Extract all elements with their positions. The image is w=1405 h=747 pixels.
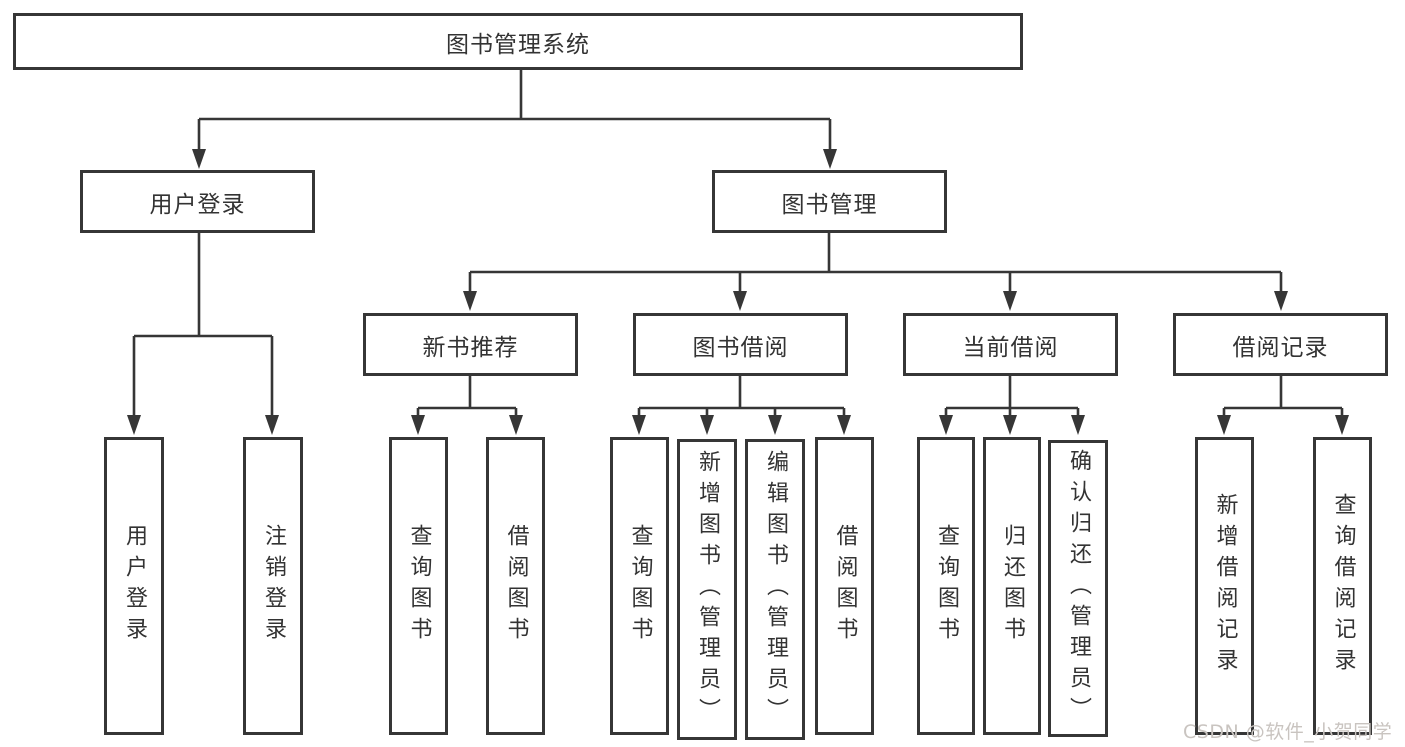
- leaf-label: 查询图书: [934, 524, 959, 648]
- node-book-borrowing: 图书借阅: [633, 313, 848, 376]
- leaf-return-book: 归还图书: [983, 437, 1041, 735]
- node-new-book-recommendation: 新书推荐: [363, 313, 578, 376]
- leaf-query-books-borrowing: 查询图书: [610, 437, 669, 735]
- leaf-query-borrow-record: 查询借阅记录: [1313, 437, 1372, 735]
- node-current-borrowing: 当前借阅: [903, 313, 1118, 376]
- leaf-confirm-return-admin: 确认归还（管理员）: [1048, 440, 1108, 737]
- leaf-label: 归还图书: [1000, 524, 1025, 648]
- node-label: 新书推荐: [422, 334, 519, 361]
- leaf-label: 用户登录: [122, 524, 147, 648]
- node-borrowing-records: 借阅记录: [1173, 313, 1388, 376]
- leaf-query-books-recommend: 查询图书: [389, 437, 448, 735]
- node-label: 图书管理: [781, 191, 878, 218]
- node-label: 图书借阅: [692, 334, 789, 361]
- leaf-add-book-admin: 新增图书（管理员）: [677, 439, 737, 740]
- leaf-label: 借阅图书: [503, 524, 529, 648]
- leaf-logout: 注销登录: [243, 437, 303, 735]
- leaf-query-books-current: 查询图书: [917, 437, 975, 735]
- leaf-edit-book-admin: 编辑图书（管理员）: [745, 439, 805, 740]
- leaf-label: 借阅图书: [832, 524, 858, 648]
- leaf-borrow-books-recommend: 借阅图书: [486, 437, 545, 735]
- leaf-label: 新增图书（管理员）: [695, 450, 720, 729]
- leaf-label: 新增借阅记录: [1212, 493, 1238, 679]
- csdn-watermark: CSDN @软件_小贺同学: [1183, 721, 1393, 743]
- node-book-management: 图书管理: [712, 170, 947, 233]
- leaf-label: 注销登录: [261, 524, 286, 648]
- leaf-label: 查询借阅记录: [1330, 493, 1356, 679]
- leaf-add-borrow-record: 新增借阅记录: [1195, 437, 1254, 735]
- node-user-login: 用户登录: [80, 170, 315, 233]
- node-label: 借阅记录: [1232, 334, 1329, 361]
- leaf-label: 查询图书: [406, 524, 432, 648]
- leaf-label: 编辑图书（管理员）: [763, 450, 788, 729]
- leaf-user-login: 用户登录: [104, 437, 164, 735]
- node-label: 用户登录: [149, 191, 246, 218]
- node-label: 图书管理系统: [446, 31, 590, 58]
- leaf-label: 确认归还（管理员）: [1066, 449, 1091, 728]
- node-book-management-system: 图书管理系统: [13, 13, 1023, 70]
- leaf-label: 查询图书: [627, 524, 653, 648]
- leaf-borrow-books: 借阅图书: [815, 437, 874, 735]
- node-label: 当前借阅: [962, 334, 1059, 361]
